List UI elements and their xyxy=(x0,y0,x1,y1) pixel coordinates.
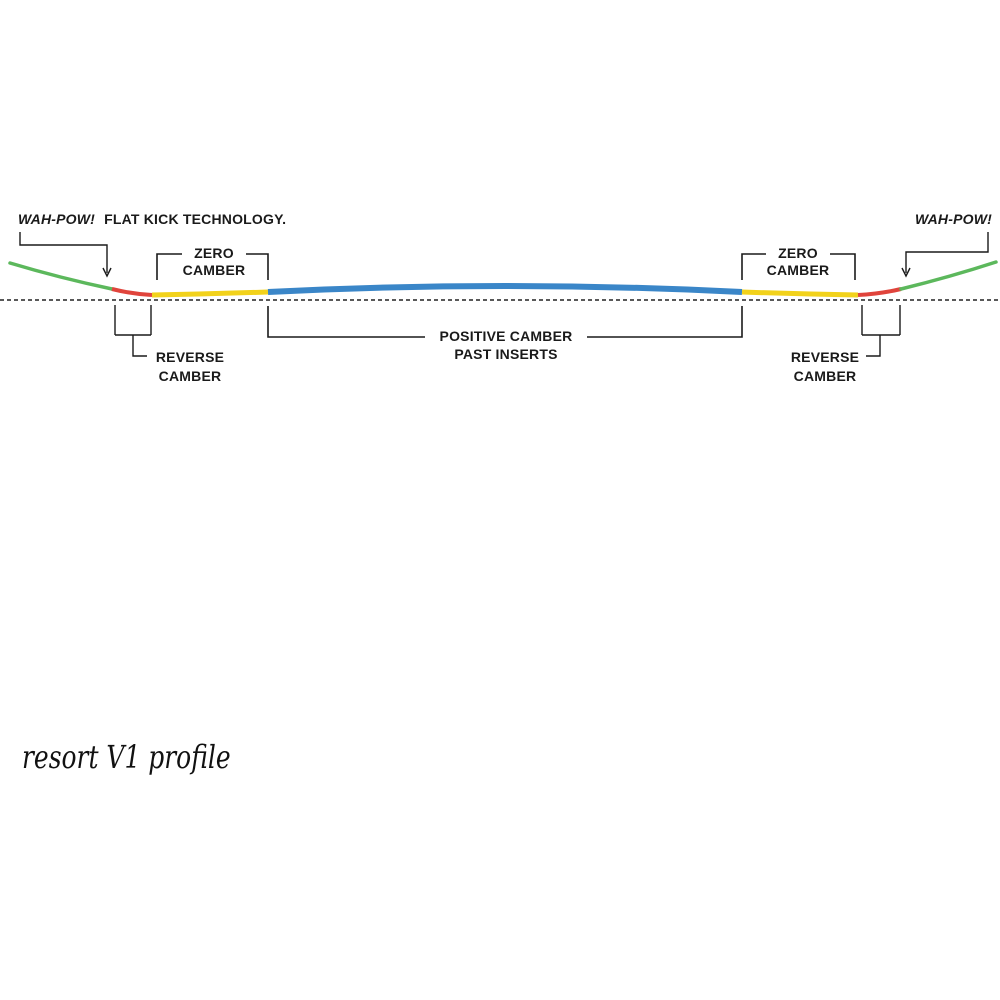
profile-caption: resort V1 profile xyxy=(22,738,231,776)
wah-pow-right-leader xyxy=(905,232,989,273)
reverse-camber-left-bracket xyxy=(114,305,152,357)
zero-camber-right-line2: CAMBER xyxy=(767,262,830,278)
profile-kick-left xyxy=(8,261,114,291)
reverse-camber-left-line1: REVERSE xyxy=(156,349,224,365)
zero-camber-left-line1: ZERO xyxy=(194,245,234,261)
profile-kick-right xyxy=(899,260,998,291)
reverse-camber-right-line2: CAMBER xyxy=(794,368,857,384)
wah-pow-right-label: WAH-POW! xyxy=(915,211,992,227)
zero-camber-right-bracket-r xyxy=(830,253,856,280)
positive-camber-bracket-r xyxy=(587,306,743,338)
flat-kick-text: FLAT KICK TECHNOLOGY. xyxy=(104,211,286,227)
profile-zero-left xyxy=(151,289,269,298)
flat-kick-arrowhead xyxy=(102,267,112,278)
positive-camber-bracket-l xyxy=(267,306,425,338)
zero-camber-left-bracket-r xyxy=(246,253,269,280)
profile-reverse-right xyxy=(857,287,902,297)
profile-reverse-left xyxy=(111,287,153,297)
reverse-camber-right-line1: REVERSE xyxy=(791,349,859,365)
profile-positive-camber xyxy=(267,283,743,295)
reverse-camber-left-line2: CAMBER xyxy=(159,368,222,384)
wah-pow-left-label: WAH-POW! xyxy=(18,211,95,227)
positive-camber-line2: PAST INSERTS xyxy=(454,346,557,362)
zero-camber-left-bracket-l xyxy=(156,253,182,280)
zero-camber-right-line1: ZERO xyxy=(778,245,818,261)
flat-kick-label: WAH-POW! FLAT KICK TECHNOLOGY. xyxy=(18,211,286,227)
zero-camber-right-bracket-l xyxy=(741,253,766,280)
zero-camber-left-line2: CAMBER xyxy=(183,262,246,278)
profile-zero-right xyxy=(741,289,859,298)
wah-pow-right-arrowhead xyxy=(901,267,911,278)
positive-camber-line1: POSITIVE CAMBER xyxy=(440,328,573,344)
reverse-camber-right-bracket xyxy=(861,305,901,357)
flat-kick-leader xyxy=(19,232,108,273)
